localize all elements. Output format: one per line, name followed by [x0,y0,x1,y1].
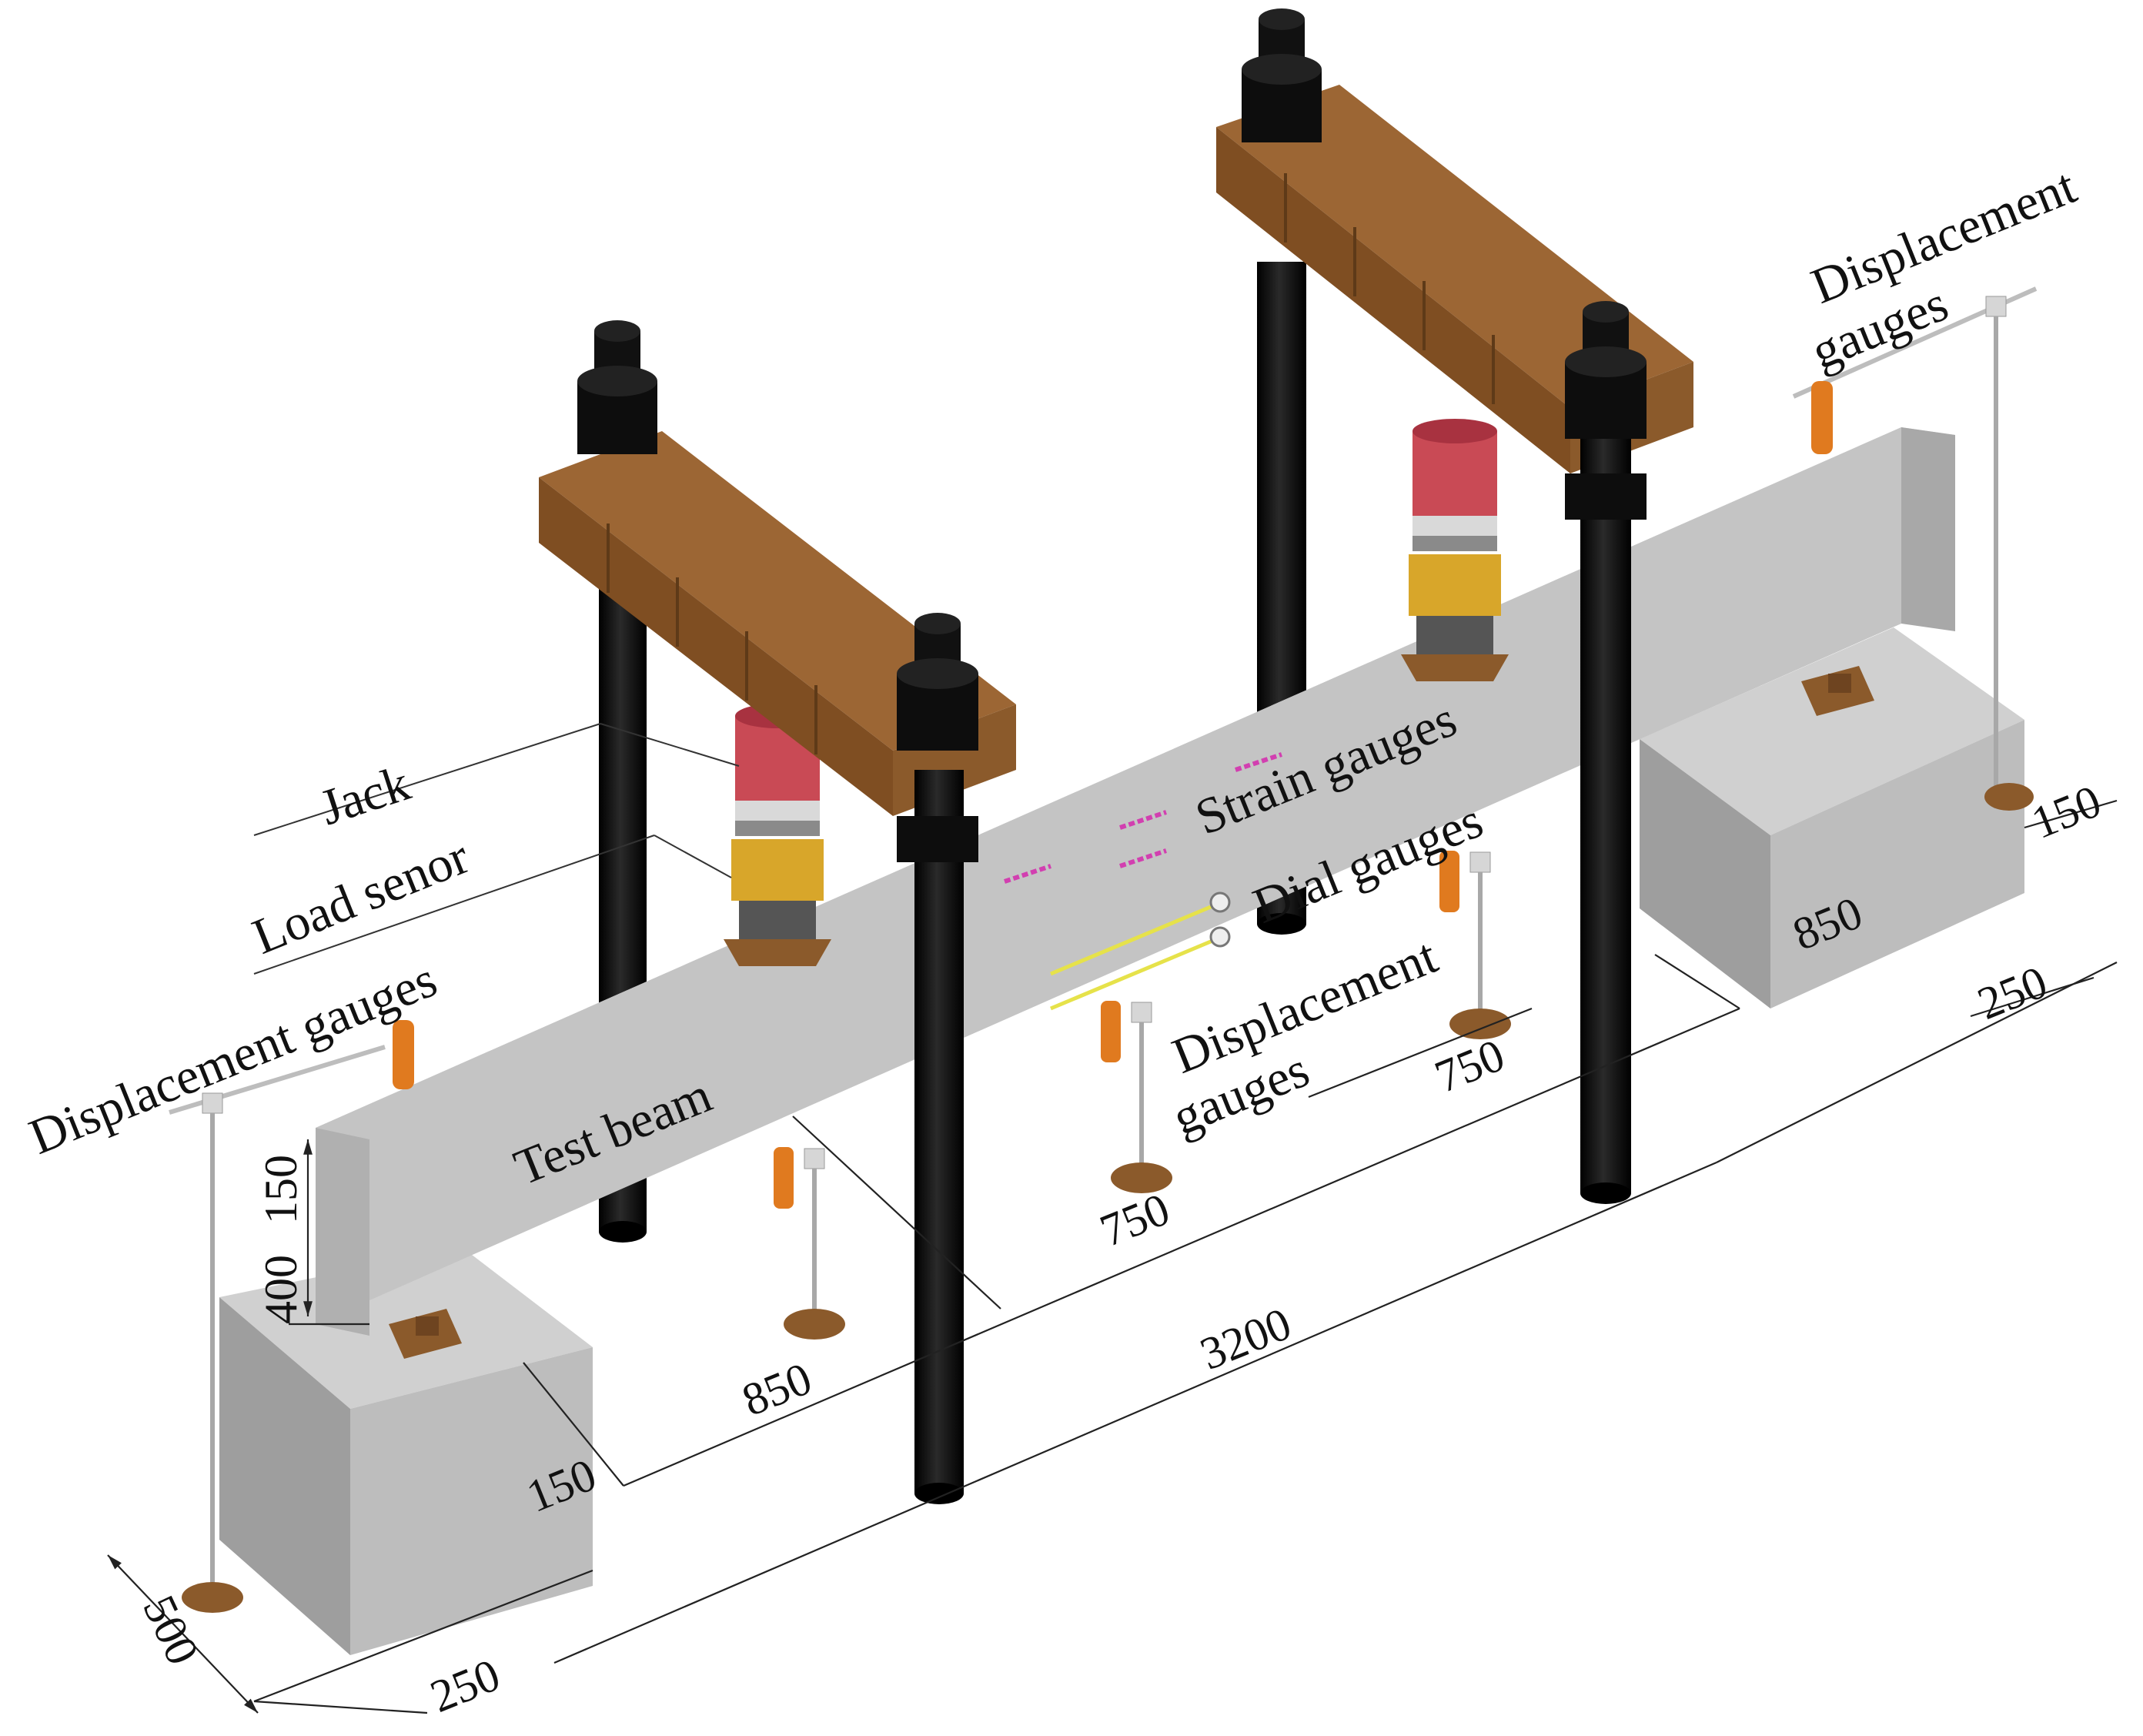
label-load-sensor: Load senor [245,828,476,965]
lvdt-icon [1101,1001,1172,1193]
left-loading-frame [539,320,1016,1504]
threaded-rod-icon [577,320,657,454]
dim-right-support-offset: 150 [2024,775,2108,848]
dimension-lines [107,799,2118,1714]
dim-beam-height: 400 [256,1255,306,1324]
roller-support-icon [389,1309,462,1359]
dim-pure-bending-2: 750 [1428,1029,1511,1102]
lvdt-icon [774,1147,845,1340]
dim-left-shear-span: 850 [735,1353,818,1426]
dim-right-block-width: 250 [1971,956,2054,1029]
threaded-rod-icon [897,613,978,1504]
dim-pure-bending-1: 750 [1093,1183,1176,1256]
label-displacement-gauges-mid-1: Displacement [1165,928,1445,1085]
load-cell-icon [724,839,831,966]
dim-beam-width: 150 [256,1155,306,1224]
label-displacement-gauges-right-1: Displacement [1804,158,2084,315]
label-leaders [253,723,740,975]
lvdt-icon [1792,286,2038,811]
threaded-rod-icon [1565,301,1647,1204]
load-cell-icon [1401,554,1509,681]
right-support-block [1640,627,2024,1008]
lvdt-icon [1439,851,1511,1039]
dial-gauge-icon [1050,891,1231,1011]
roller-support-icon [1801,666,1874,716]
hydraulic-jack-icon [1413,419,1497,551]
test-beam [316,427,1955,1336]
threaded-rod-icon [1242,8,1322,142]
dim-total-span: 3200 [1193,1298,1298,1380]
strain-gauge-icon [1004,752,1282,884]
right-loading-frame [1216,8,1693,1204]
dim-left-block-width: 250 [423,1649,506,1722]
label-jack: Jack [313,755,416,837]
